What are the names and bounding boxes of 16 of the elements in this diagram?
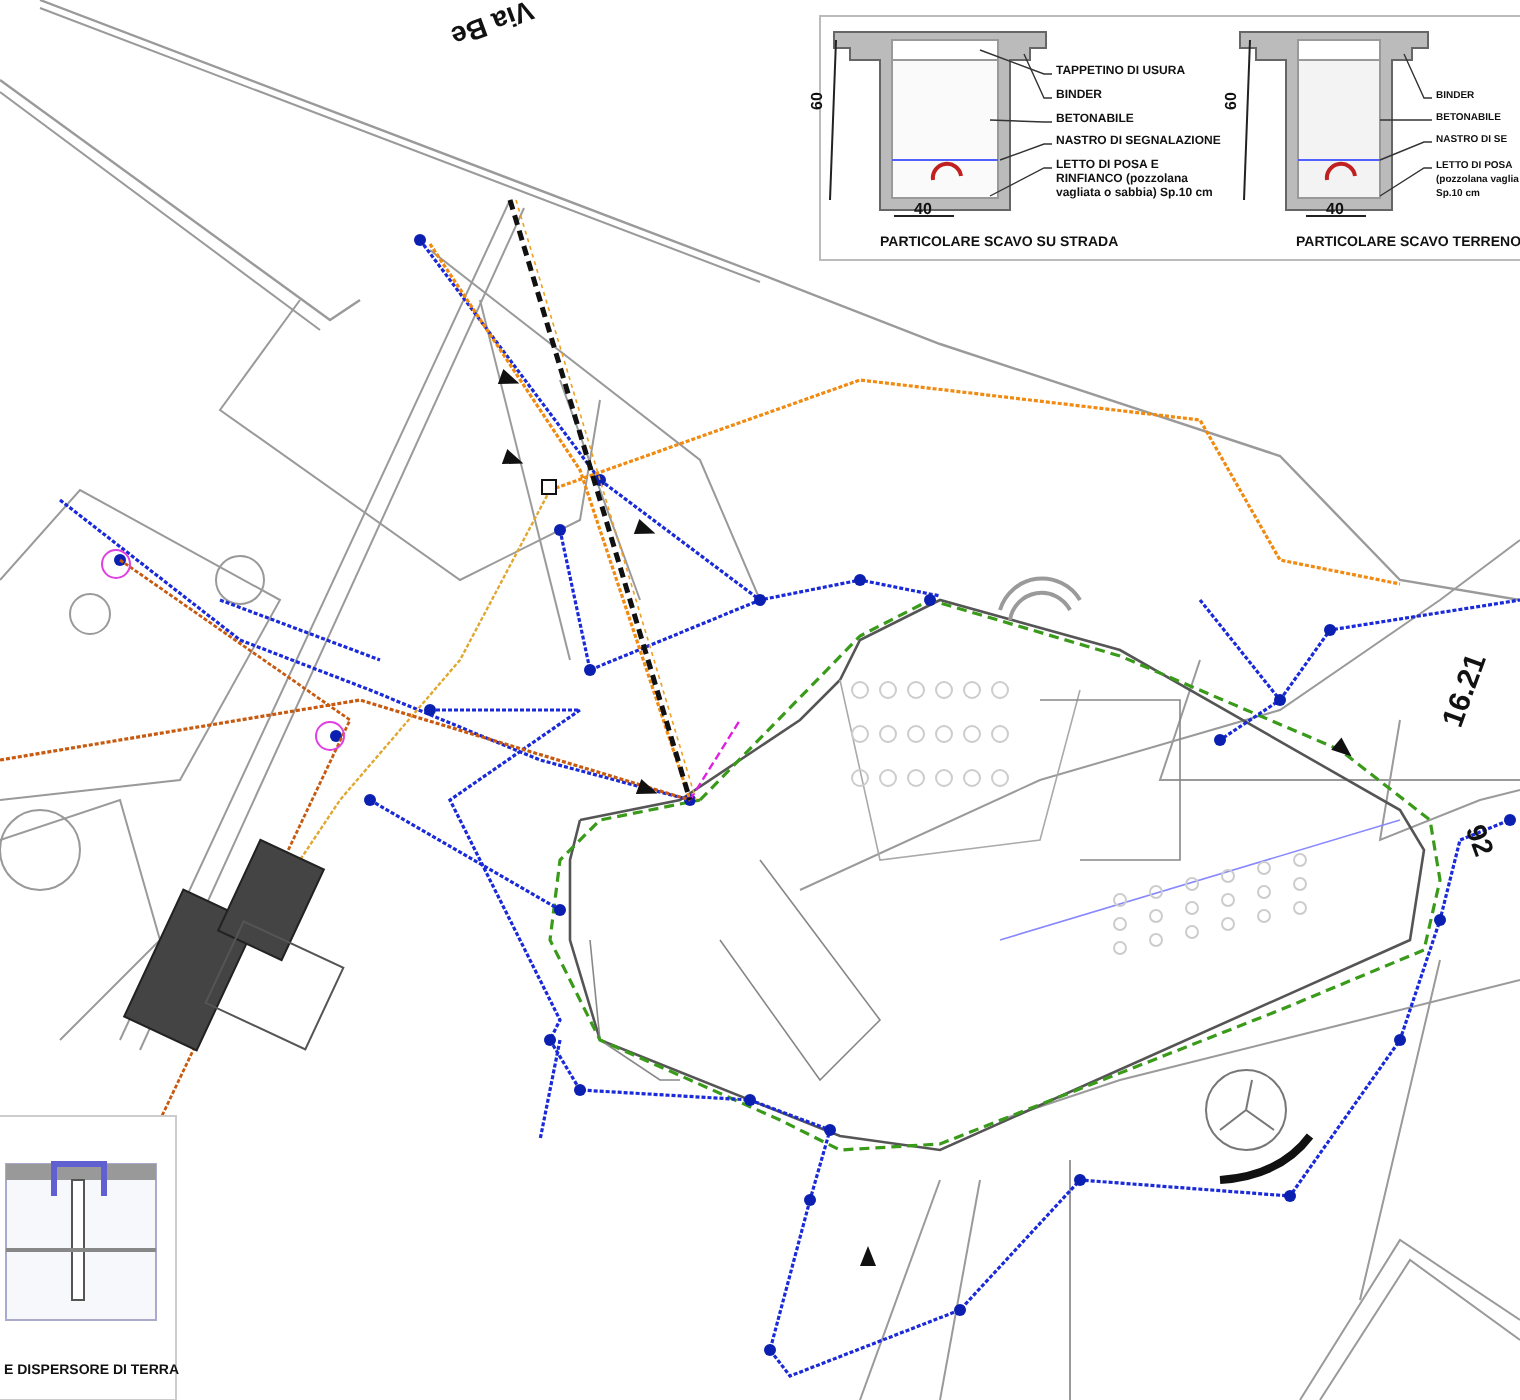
- street-name: Via Be: [447, 0, 538, 54]
- leader-line: [1379, 167, 1433, 197]
- leader-line: [1023, 53, 1053, 99]
- dimension-text: 40: [914, 200, 932, 218]
- dimension-text: 60: [1222, 92, 1240, 110]
- dimension-text: 16.21: [1436, 649, 1494, 732]
- leader-line: [1403, 53, 1433, 99]
- dimension-text: 92: [1459, 820, 1501, 861]
- leader-line: [999, 143, 1053, 161]
- leader-line: [979, 49, 1053, 75]
- dimension-text: 40: [1326, 200, 1344, 218]
- leader-line: [1379, 141, 1433, 161]
- dimension-text: 60: [808, 92, 826, 110]
- leader-line: [989, 167, 1053, 197]
- leader-line: [1379, 119, 1433, 121]
- leader-line: [989, 119, 1053, 123]
